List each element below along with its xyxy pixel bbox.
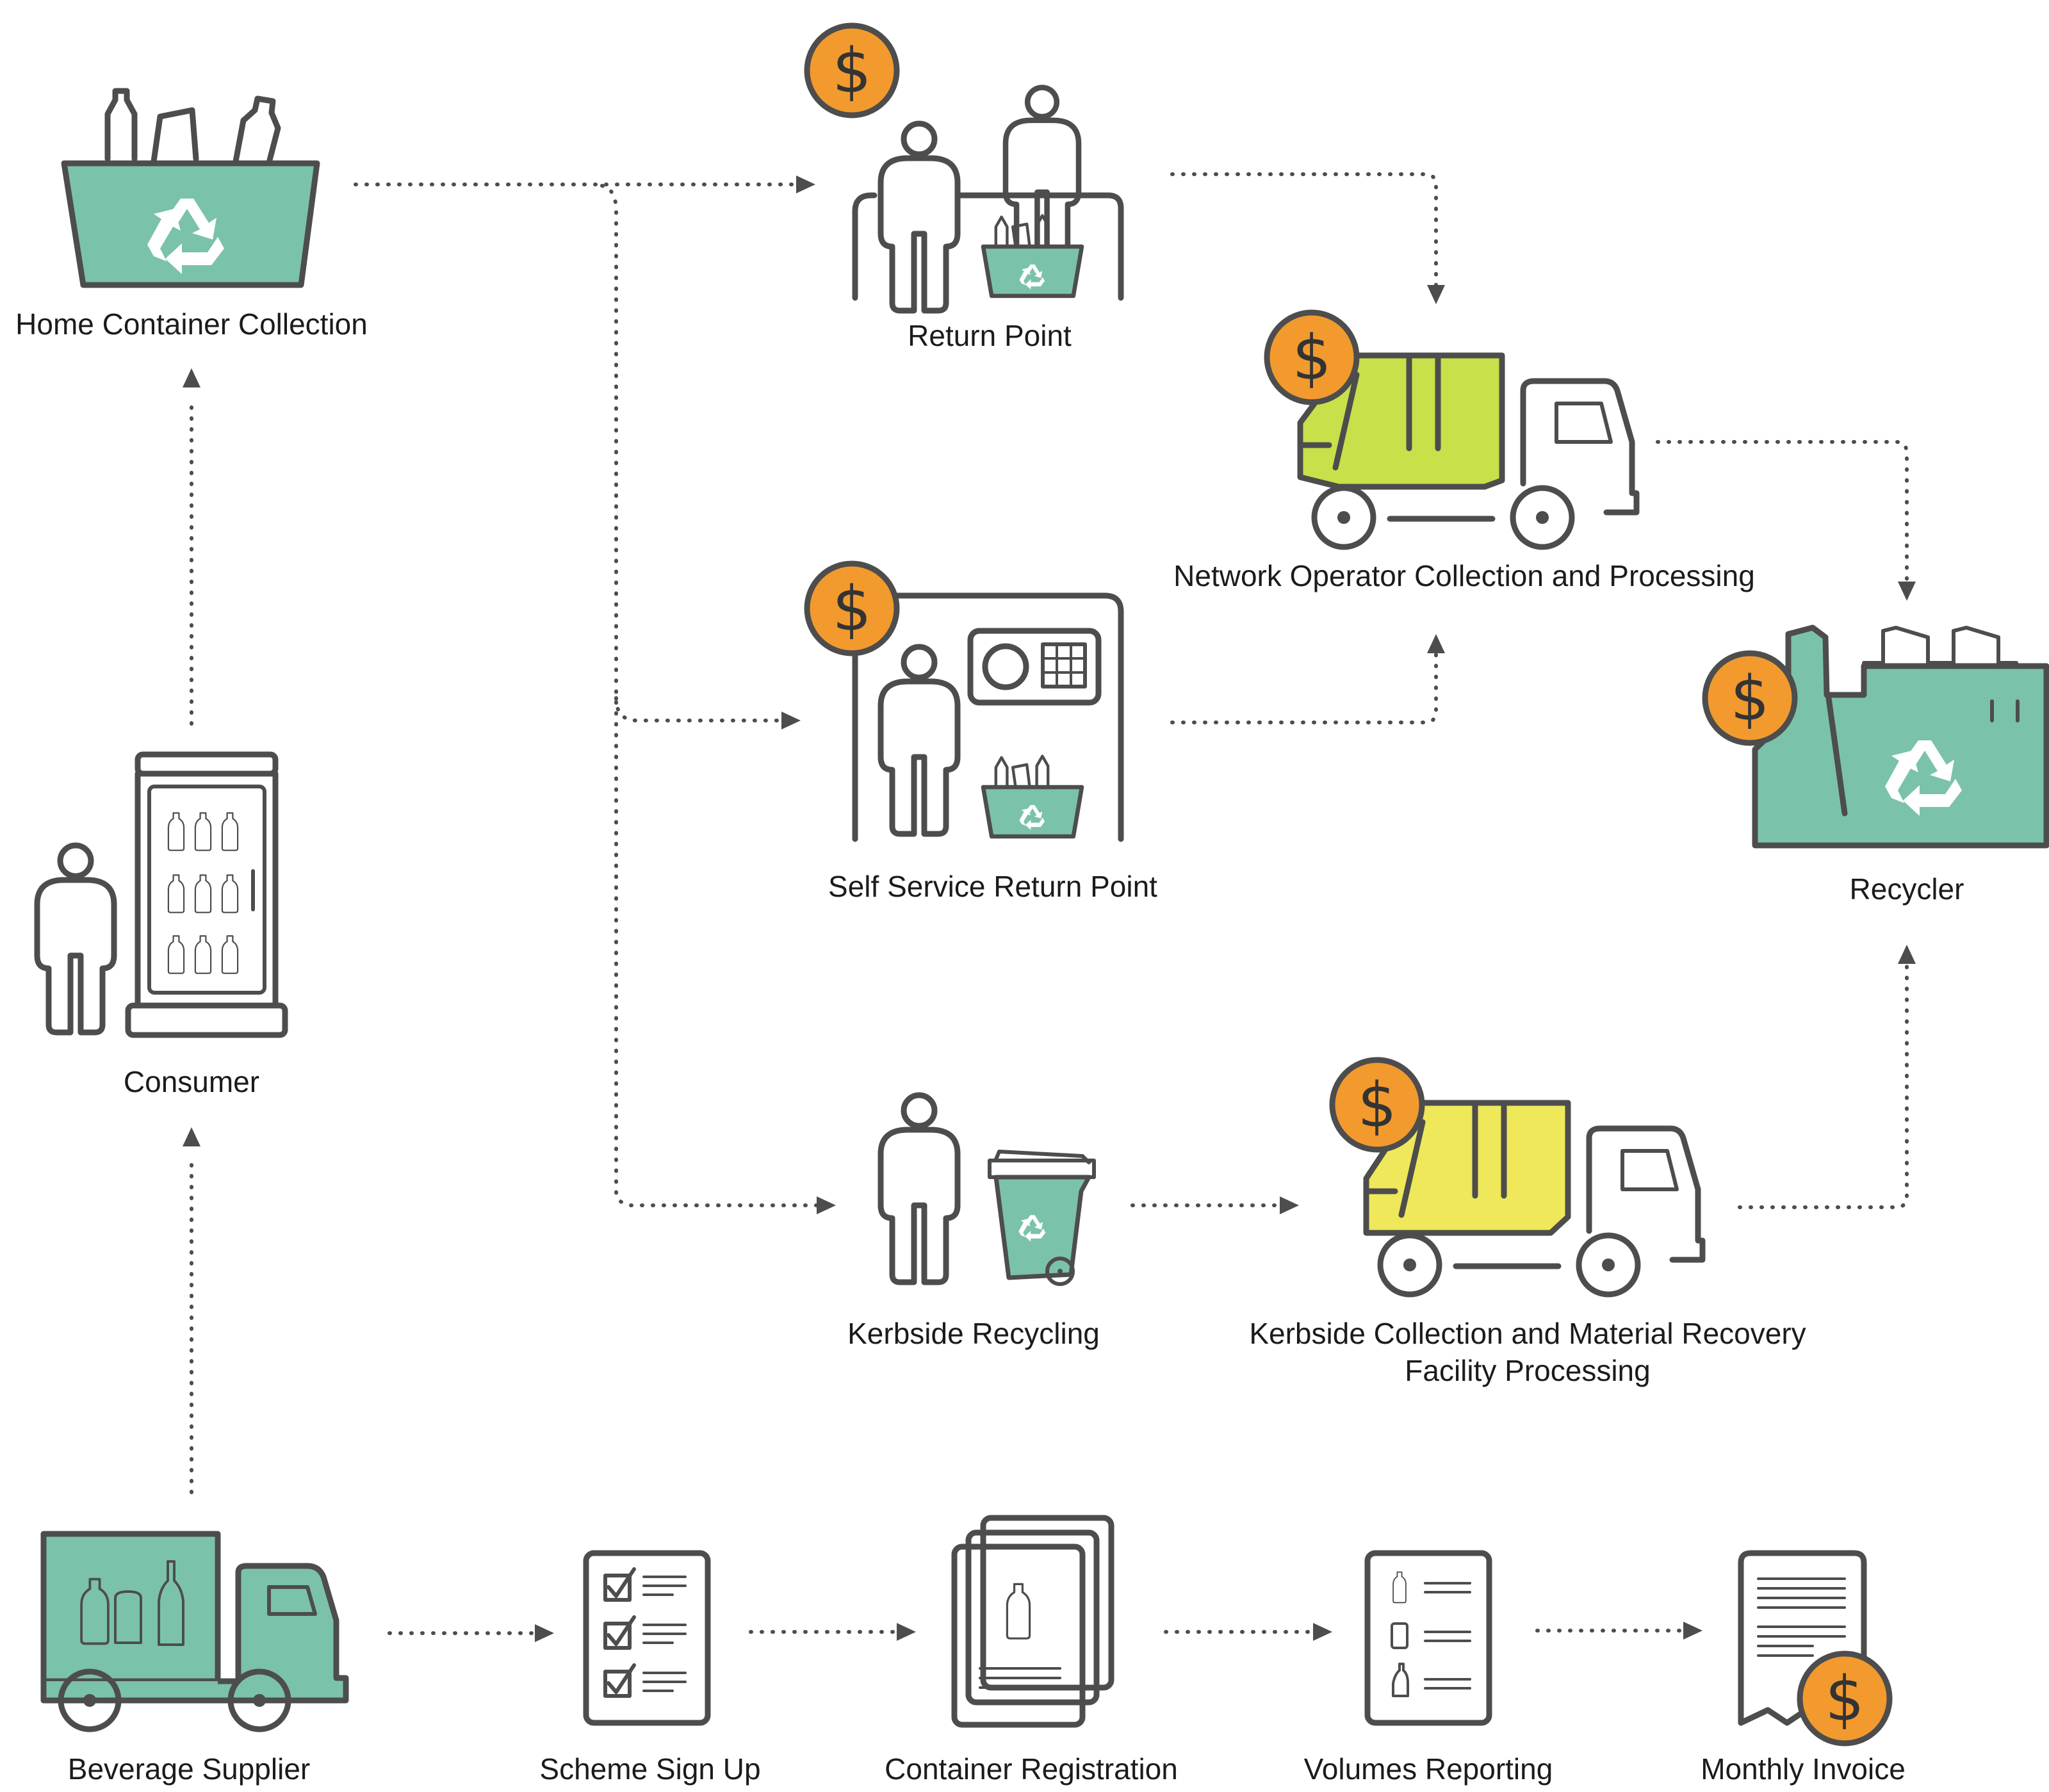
dollar-coin-icon [807, 564, 897, 653]
connector-self-to-network [1170, 651, 1438, 724]
network-operator-label: Network Operator Collection and Processi… [1173, 559, 1755, 592]
truck-icon [40, 1531, 349, 1732]
return-point-node: Return Point [807, 26, 1124, 352]
return-point-label: Return Point [908, 319, 1072, 352]
bin-icon [61, 88, 320, 288]
kerbside-collection-node: Kerbside Collection and Material Recover… [1249, 1060, 1806, 1387]
machine-panel [967, 628, 1102, 706]
machine-slot-icon [982, 643, 1029, 690]
dollar-coin-icon [807, 26, 897, 115]
kerbside-collection-label-line2: Facility Processing [1405, 1354, 1650, 1387]
home-container-collection-label: Home Container Collection [15, 307, 368, 341]
fridge-icon [125, 751, 288, 1038]
dollar-coin-icon [1267, 313, 1357, 402]
beverage-supplier-label: Beverage Supplier [68, 1752, 310, 1786]
container-registration-node: Container Registration [885, 1515, 1178, 1786]
scheme-sign-up-node: Scheme Sign Up [539, 1550, 761, 1786]
kerbside-collection-label-line1: Kerbside Collection and Material Recover… [1249, 1317, 1806, 1350]
arrow-head [796, 175, 815, 193]
factory-icon [1752, 624, 2049, 849]
recycler-label: Recycler [1850, 872, 1964, 906]
person-icon [1006, 88, 1079, 265]
person-icon [881, 124, 958, 311]
person-icon [881, 647, 958, 834]
wheelie-bin-icon [988, 1150, 1096, 1286]
network-operator-node: Network Operator Collection and Processi… [1173, 313, 1755, 592]
flow-connectors [183, 172, 1916, 1642]
connector-return-to-network [1170, 172, 1438, 287]
volumes-reporting-label: Volumes Reporting [1304, 1752, 1553, 1786]
document-stack-icon [951, 1515, 1114, 1728]
dollar-coin-icon [1332, 1060, 1422, 1150]
report-icon [1364, 1550, 1492, 1726]
dollar-coin-icon [1800, 1654, 1890, 1743]
consumer-label: Consumer [124, 1065, 259, 1098]
monthly-invoice-label: Monthly Invoice [1701, 1752, 1906, 1786]
checklist-icon [583, 1550, 711, 1726]
kerbside-recycling-node: Kerbside Recycling [847, 1095, 1100, 1350]
dollar-coin-icon [1705, 653, 1795, 743]
truck-icon [1363, 1100, 1706, 1298]
beverage-supplier-node: Beverage Supplier [40, 1531, 349, 1786]
connector-to-self-service [614, 696, 783, 722]
recycler-node: Recycler [1705, 624, 2049, 906]
truck-icon [1297, 352, 1640, 550]
self-service-return-point-node: Self Service Return Point [807, 564, 1157, 903]
connector-network-to-recycler [1656, 440, 1909, 585]
monthly-invoice-node: Monthly Invoice [1701, 1550, 1906, 1786]
consumer-node: Consumer [37, 751, 288, 1098]
container-registration-label: Container Registration [885, 1752, 1178, 1786]
scheme-sign-up-label: Scheme Sign Up [539, 1752, 760, 1786]
self-service-return-point-label: Self Service Return Point [828, 870, 1157, 903]
basket-icon [983, 756, 1082, 836]
person-icon [37, 845, 114, 1032]
connector-kerbside-to-recycler [1738, 962, 1909, 1209]
connector-branch [600, 184, 633, 1206]
person-icon [881, 1095, 958, 1282]
kerbside-recycling-label: Kerbside Recycling [847, 1317, 1100, 1350]
home-container-collection-node: Home Container Collection [15, 88, 368, 341]
volumes-reporting-node: Volumes Reporting [1304, 1550, 1553, 1786]
